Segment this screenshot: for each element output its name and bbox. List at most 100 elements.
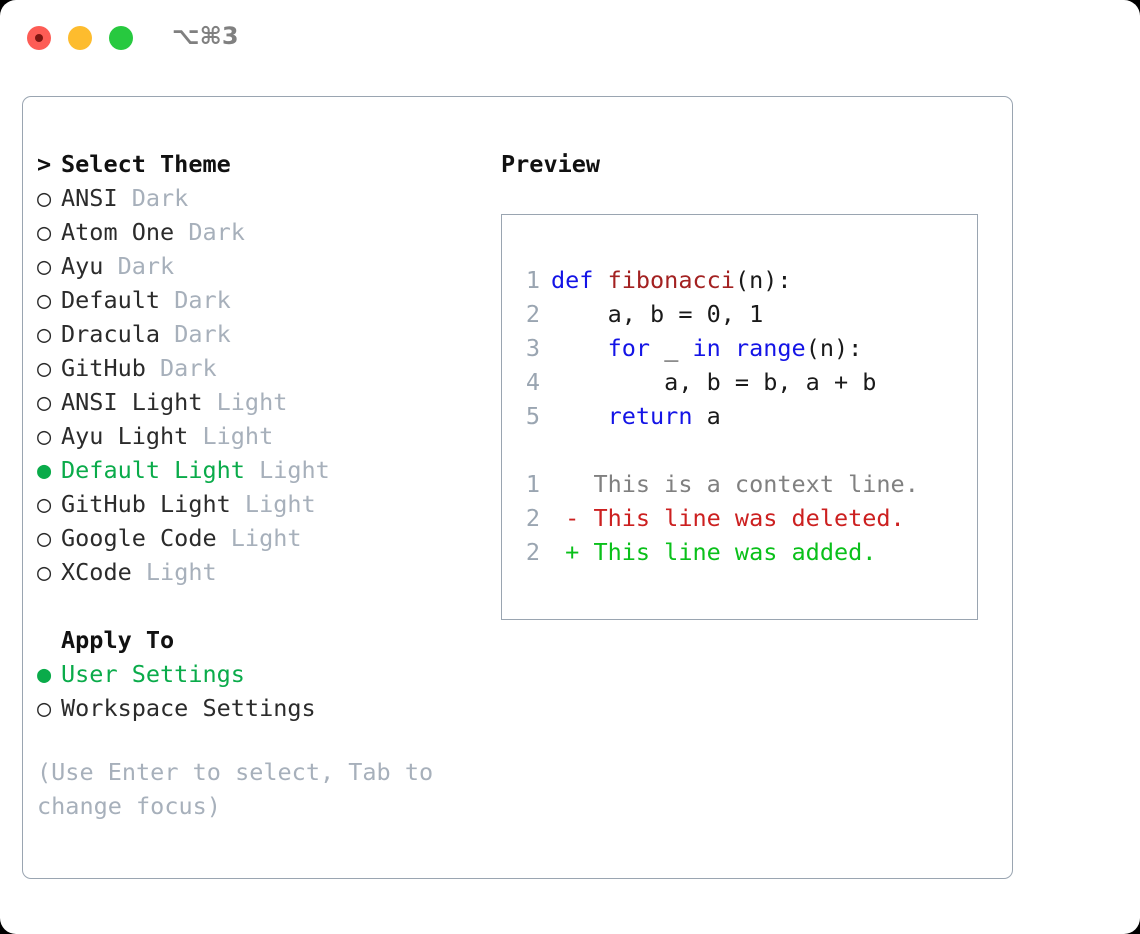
- radio-unselected-icon: ○: [37, 388, 52, 416]
- diff-text: This line was added.: [579, 538, 877, 566]
- code-token: return: [607, 402, 693, 430]
- theme-name: Dracula: [61, 320, 161, 348]
- code-token: a, b = b, a + b: [551, 368, 877, 396]
- section-spacer: [37, 589, 497, 623]
- theme-variant-badge: Dark: [160, 320, 231, 348]
- code-token: [721, 334, 735, 362]
- theme-variant-badge: Light: [202, 388, 288, 416]
- code-token: _: [650, 334, 693, 362]
- code-token: a: [692, 402, 721, 430]
- line-number: 2: [525, 538, 540, 566]
- maximize-button-icon[interactable]: [109, 26, 133, 50]
- theme-variant-badge: Light: [188, 422, 274, 450]
- theme-list: ○ANSI Dark○Atom One Dark○Ayu Dark○Defaul…: [37, 181, 497, 589]
- code-token: [551, 334, 608, 362]
- close-button-icon[interactable]: [27, 26, 51, 50]
- theme-name: ANSI Light: [61, 388, 203, 416]
- theme-name: Default Light: [61, 456, 245, 484]
- radio-unselected-icon: ○: [37, 184, 52, 212]
- line-number: 2: [525, 300, 540, 328]
- theme-variant-badge: Dark: [145, 354, 217, 382]
- theme-list-item[interactable]: ○Atom One Dark: [37, 215, 497, 249]
- radio-unselected-icon: ○: [37, 252, 52, 280]
- prompt-caret-icon: >: [37, 150, 52, 178]
- radio-unselected-icon: ○: [37, 286, 52, 314]
- select-theme-heading-label: Select Theme: [61, 150, 231, 178]
- theme-name: Google Code: [61, 524, 217, 552]
- apply-to-item[interactable]: ○ Workspace Settings: [37, 691, 497, 725]
- theme-list-item[interactable]: ○ ANSI Light Light: [37, 385, 497, 419]
- diff-sign: -: [551, 504, 580, 532]
- code-token: for: [607, 334, 651, 362]
- theme-name: GitHub Light: [61, 490, 231, 518]
- code-token: (n):: [805, 334, 863, 362]
- line-number: 4: [525, 368, 540, 396]
- code-token: (n):: [734, 266, 792, 294]
- theme-variant-badge: Dark: [103, 252, 175, 280]
- preview-title: Preview: [501, 150, 601, 178]
- line-number: 3: [525, 334, 540, 362]
- theme-list-item[interactable]: ●Default Light Light: [37, 453, 497, 487]
- radio-unselected-icon: ○: [37, 558, 52, 586]
- theme-variant-badge: Dark: [160, 286, 231, 314]
- title-bar: ⌥⌘3: [0, 0, 1140, 78]
- theme-list-item[interactable]: ○ GitHub Dark: [37, 351, 497, 385]
- code-token: fibonacci: [607, 266, 735, 294]
- apply-to-list: ● User Settings ○ Workspace Settings: [37, 657, 497, 725]
- diff-text: This line was deleted.: [579, 504, 905, 532]
- radio-unselected-icon: ○: [37, 524, 52, 552]
- theme-list-item[interactable]: ○ Dracula Dark: [37, 317, 497, 351]
- theme-name: XCode: [61, 558, 132, 586]
- apply-to-item[interactable]: ● User Settings: [37, 657, 497, 691]
- theme-name: ANSI: [61, 184, 118, 212]
- theme-list-item[interactable]: ○Google Code Light: [37, 521, 497, 555]
- theme-list-item[interactable]: ○ Ayu Dark: [37, 249, 497, 283]
- select-theme-heading: > Select Theme: [37, 147, 497, 181]
- theme-selector-panel: >Select Theme ○ANSI Dark○Atom One Dark○A…: [22, 96, 1013, 879]
- theme-list-item[interactable]: ○ XCode Light: [37, 555, 497, 589]
- theme-name: GitHub: [61, 354, 146, 382]
- theme-name: Ayu Light: [61, 422, 189, 450]
- keyboard-hint-text: (Use Enter to select, Tab to change focu…: [37, 758, 434, 820]
- code-token: in: [692, 334, 721, 362]
- diff-line: 2 - This line was deleted.: [516, 501, 919, 535]
- theme-name: Ayu: [61, 252, 104, 280]
- code-line: 3 for _ in range(n):: [516, 331, 919, 365]
- theme-variant-badge: Light: [131, 558, 217, 586]
- theme-list-item[interactable]: ○Default Dark: [37, 283, 497, 317]
- diff-sign: +: [551, 538, 580, 566]
- radio-unselected-icon: ○: [37, 354, 52, 382]
- theme-list-column: >Select Theme ○ANSI Dark○Atom One Dark○A…: [37, 147, 497, 823]
- theme-list-item[interactable]: ○ Ayu Light Light: [37, 419, 497, 453]
- apply-to-label: Workspace Settings: [61, 694, 316, 722]
- keyboard-shortcut-label: ⌥⌘3: [172, 22, 239, 50]
- diff-sign: [551, 470, 579, 498]
- radio-selected-icon: ●: [37, 660, 52, 688]
- apply-to-label: User Settings: [61, 660, 245, 688]
- theme-list-item[interactable]: ○ ANSI Dark: [37, 181, 497, 215]
- line-number: 5: [525, 402, 540, 430]
- theme-variant-badge: Dark: [117, 184, 189, 212]
- apply-to-heading: ○Apply To: [37, 623, 497, 657]
- code-token: [551, 402, 608, 430]
- theme-variant-badge: Light: [230, 490, 316, 518]
- code-token: def: [551, 266, 608, 294]
- radio-unselected-icon: ○: [37, 320, 52, 348]
- diff-line: 1 This is a context line.: [516, 467, 919, 501]
- minimize-button-icon[interactable]: [68, 26, 92, 50]
- radio-unselected-icon: ○: [37, 422, 52, 450]
- line-number: 2: [525, 504, 540, 532]
- theme-variant-badge: Dark: [174, 218, 245, 246]
- code-token: a, b = 0, 1: [551, 300, 764, 328]
- radio-unselected-icon: ○: [37, 694, 52, 722]
- code-token: range: [734, 334, 806, 362]
- code-line: 5 return a: [516, 399, 919, 433]
- theme-variant-badge: Light: [244, 456, 330, 484]
- apply-to-heading-label: Apply To: [61, 626, 175, 654]
- apply-to-heading-marker-spacer: ○: [37, 623, 61, 657]
- code-diff-separator: [516, 433, 919, 467]
- theme-list-item[interactable]: ○GitHub Light Light: [37, 487, 497, 521]
